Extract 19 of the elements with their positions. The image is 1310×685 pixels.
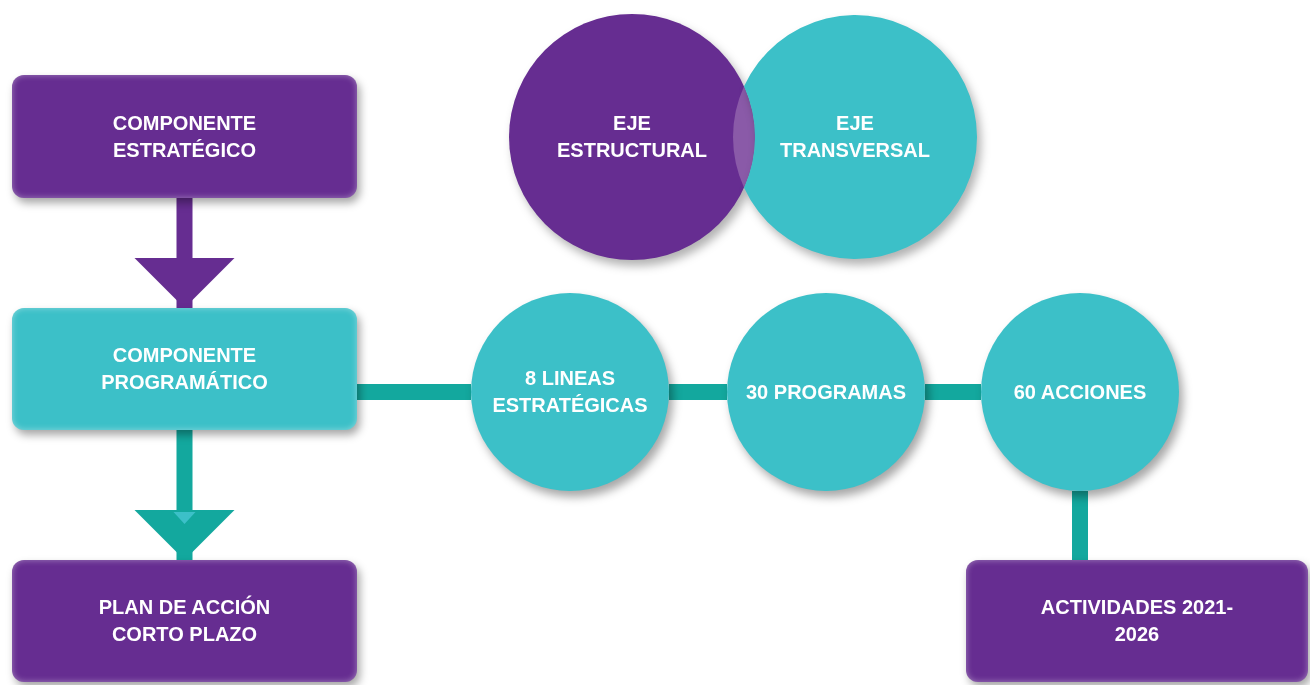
node-label: COMPONENTE PROGRAMÁTICO <box>100 343 269 395</box>
connector-bar <box>1072 491 1088 560</box>
node-label: 8 LINEAS ESTRATÉGICAS <box>491 366 649 418</box>
node-label: COMPONENTE ESTRATÉGICO <box>111 110 258 163</box>
node-label: 30 PROGRAMAS <box>746 379 906 405</box>
node-label: EJE ESTRUCTURAL <box>556 111 708 163</box>
arrow <box>134 430 235 560</box>
process-box <box>12 308 357 430</box>
connector-bar <box>925 384 981 400</box>
process-box <box>12 560 357 682</box>
arrow <box>134 198 235 308</box>
connector-bar <box>357 384 471 400</box>
node-label: EJE TRANSVERSAL <box>779 111 931 163</box>
process-box <box>966 560 1308 682</box>
connector-bar <box>669 384 727 400</box>
node-label: 60 ACCIONES <box>1013 379 1147 405</box>
node-label: PLAN DE ACCIÓN CORTO PLAZO <box>97 594 272 647</box>
process-box <box>12 75 357 198</box>
node-label: ACTIVIDADES 2021-2026 <box>1039 595 1235 647</box>
